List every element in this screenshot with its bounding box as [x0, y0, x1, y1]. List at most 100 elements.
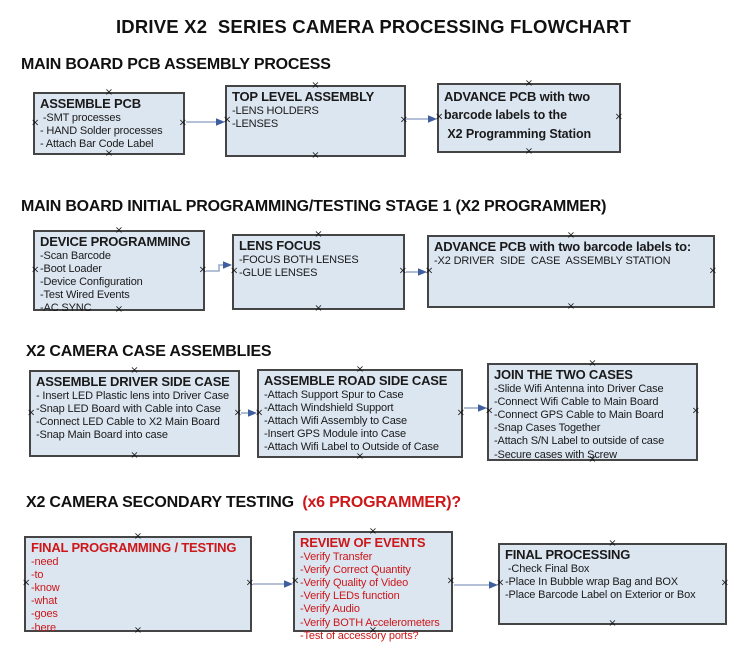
connection-point-icon: ×: [368, 625, 378, 636]
connection-point-icon: ×: [178, 117, 187, 128]
box-line: -FOCUS BOTH LENSES: [239, 253, 359, 266]
section-heading-secondary-testing-label: X2 CAMERA SECONDARY TESTING: [26, 494, 294, 511]
box-line: -need: [31, 555, 59, 568]
flow-box-device-programming: DEVICE PROGRAMMING -Scan Barcode -Boot L…: [31, 226, 207, 315]
connection-point-icon: ×: [524, 78, 534, 89]
box-title: ADVANCE PCB with two barcode labels to:: [434, 239, 692, 254]
flow-box-join-the-two-cases: JOIN THE TWO CASES -Slide Wifi Antenna i…: [485, 359, 700, 465]
flow-box-top-level-assembly: TOP LEVEL ASSEMBLY -LENS HOLDERS -LENSES…: [223, 81, 408, 161]
connection-point-icon: ×: [223, 114, 232, 126]
connection-point-icon: ×: [245, 577, 254, 589]
connection-point-icon: ×: [22, 577, 31, 589]
connection-point-icon: ×: [456, 407, 465, 418]
connection-point-icon: ×: [608, 618, 617, 629]
box-title: DEVICE PROGRAMMING: [40, 234, 191, 249]
box-line: -Attach Wifi Assembly to Case: [264, 414, 407, 427]
flow-box-final-processing: FINAL PROCESSING -Check Final Box -Place…: [496, 539, 729, 629]
flow-arrow-8: [454, 581, 498, 589]
box-line: -Test of accessory ports?: [300, 629, 419, 642]
box-line: -X2 DRIVER SIDE CASE ASSEMBLY STATION: [434, 254, 671, 267]
box-line: -Verify LEDs function: [300, 590, 400, 603]
connection-point-icon: ×: [588, 454, 597, 465]
box-line: -Verify BOTH Accelerometers: [300, 616, 440, 629]
box-line: -Test Wired Events: [40, 289, 130, 302]
connection-point-icon: ×: [133, 531, 143, 542]
box-title: FINAL PROCESSING: [505, 547, 631, 562]
box-line: -Check Final Box: [505, 562, 590, 575]
box-line: -Connect GPS Cable to Main Board: [494, 408, 664, 421]
box-line: -LENSES: [232, 117, 279, 130]
connection-point-icon: ×: [27, 407, 36, 418]
section-heading-initial-programming: MAIN BOARD INITIAL PROGRAMMING/TESTING S…: [21, 198, 607, 215]
box-line: -Slide Wifi Antenna into Driver Case: [494, 382, 664, 395]
flow-box-assemble-pcb: ASSEMBLE PCB -SMT processes - HAND Solde…: [31, 88, 187, 159]
flow-box-assemble-road-side-case: ASSEMBLE ROAD SIDE CASE -Attach Support …: [255, 365, 465, 462]
box-line: -Attach Wifi Label to Outside of Case: [264, 441, 439, 454]
box-line: -GLUE LENSES: [239, 266, 318, 279]
connection-point-icon: ×: [198, 264, 207, 275]
box-title: LENS FOCUS: [239, 238, 321, 253]
connection-point-icon: ×: [114, 304, 124, 315]
connection-point-icon: ×: [398, 265, 407, 277]
box-title: FINAL PROGRAMMING / TESTING: [31, 540, 237, 555]
box-line: -Snap Main Board into case: [36, 429, 168, 442]
connection-point-icon: ×: [446, 575, 455, 586]
box-line: -Connect Wifi Cable to Main Board: [494, 395, 659, 408]
box-line: -know: [31, 581, 60, 594]
section-heading-case-assemblies: X2 CAMERA CASE ASSEMBLIES: [26, 343, 272, 360]
box-line: X2 Programming Station: [444, 127, 592, 141]
box-line: -Device Configuration: [40, 275, 143, 288]
connection-point-icon: ×: [355, 451, 365, 462]
connection-point-icon: ×: [614, 111, 623, 123]
connection-point-icon: ×: [608, 538, 617, 549]
connection-point-icon: ×: [368, 526, 378, 537]
box-title: TOP LEVEL ASSEMBLY: [232, 89, 375, 104]
box-title: REVIEW OF EVENTS: [300, 535, 426, 550]
section-heading-programmer-note: (x6 PROGRAMMER)?: [293, 494, 461, 511]
connection-point-icon: ×: [311, 80, 320, 91]
connection-point-icon: ×: [104, 148, 114, 159]
connection-point-icon: ×: [691, 405, 700, 417]
connection-point-icon: ×: [130, 450, 139, 461]
flow-box-lens-focus: LENS FOCUS -FOCUS BOTH LENSES -GLUE LENS…: [230, 230, 407, 314]
connection-point-icon: ×: [233, 407, 242, 418]
connection-point-icon: ×: [524, 146, 534, 157]
box-title: JOIN THE TWO CASES: [494, 367, 633, 382]
connection-point-icon: ×: [708, 265, 717, 276]
connection-point-icon: ×: [425, 265, 434, 276]
box-line: -SMT processes: [40, 111, 121, 124]
box-line: -AC SYNC: [40, 302, 92, 315]
connection-point-icon: ×: [130, 365, 139, 376]
box-line: -Snap LED Board with Cable into Case: [36, 402, 221, 415]
box-line: -Attach S/N Label to outside of case: [494, 435, 665, 448]
flow-arrow-6: [464, 404, 487, 412]
box-title: ADVANCE PCB with two: [444, 89, 590, 104]
connection-point-icon: ×: [133, 625, 143, 636]
box-line: -Boot Loader: [40, 262, 102, 275]
connection-point-icon: ×: [31, 264, 40, 275]
flow-box-review-of-events: REVIEW OF EVENTS -Verify Transfer -Verif…: [291, 527, 455, 642]
connection-point-icon: ×: [588, 358, 597, 369]
connection-point-icon: ×: [566, 230, 576, 241]
box-line: -Verify Audio: [300, 603, 360, 616]
connection-point-icon: ×: [314, 303, 323, 314]
box-title: ASSEMBLE DRIVER SIDE CASE: [36, 374, 230, 389]
connection-point-icon: ×: [566, 301, 576, 312]
connection-point-icon: ×: [291, 575, 300, 586]
connection-point-icon: ×: [496, 577, 505, 589]
connection-point-icon: ×: [314, 229, 323, 240]
flow-arrow-4: [406, 268, 427, 276]
flow-box-final-programming-testing: FINAL PROGRAMMING / TESTING -need -to -k…: [22, 532, 254, 636]
box-line: -Attach Windshield Support: [264, 401, 394, 414]
flow-arrow-1: [186, 118, 225, 126]
page-title: IDRIVE X2 SERIES CAMERA PROCESSING FLOWC…: [115, 16, 632, 37]
box-line: -Place In Bubble wrap Bag and BOX: [505, 575, 678, 588]
section-heading-secondary-testing: X2 CAMERA SECONDARY TESTING (x6 PROGRAMM…: [26, 494, 461, 512]
box-line: - Insert LED Plastic lens into Driver Ca…: [36, 389, 229, 402]
box-line: -Connect LED Cable to X2 Main Board: [36, 415, 220, 428]
box-line: -Verify Quality of Video: [300, 576, 409, 589]
flow-arrow-2: [406, 115, 437, 123]
section-heading-pcb-assembly: MAIN BOARD PCB ASSEMBLY PROCESS: [21, 56, 331, 73]
connection-point-icon: ×: [114, 225, 124, 236]
box-line: -Scan Barcode: [40, 249, 111, 262]
